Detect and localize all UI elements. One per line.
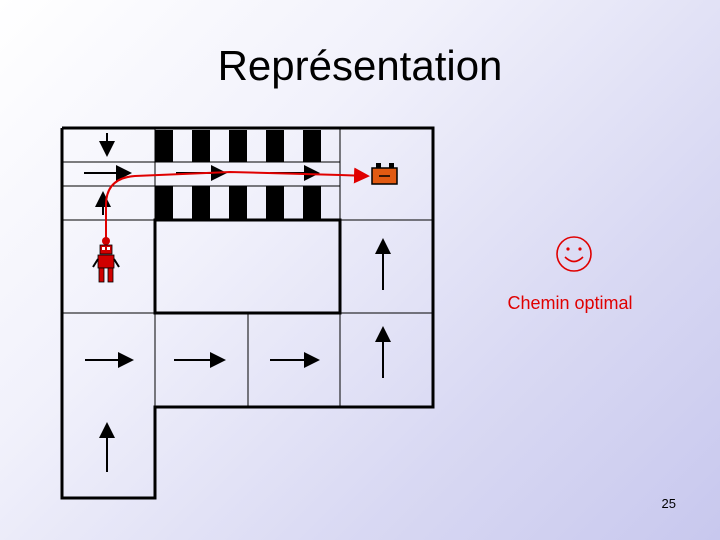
smiley-icon bbox=[556, 236, 592, 272]
slide-title: Représentation bbox=[217, 42, 503, 89]
striped-barrier-top bbox=[155, 130, 321, 162]
page-number: 25 bbox=[661, 496, 676, 511]
optimal-path bbox=[105, 167, 370, 238]
striped-barrier-bottom bbox=[155, 186, 321, 220]
direction-arrows bbox=[84, 133, 391, 472]
caption-optimal-path: Chemin optimal bbox=[507, 293, 633, 313]
battery-goal-icon bbox=[371, 163, 398, 185]
maze-walls bbox=[60, 126, 435, 500]
robot-icon bbox=[92, 237, 120, 283]
